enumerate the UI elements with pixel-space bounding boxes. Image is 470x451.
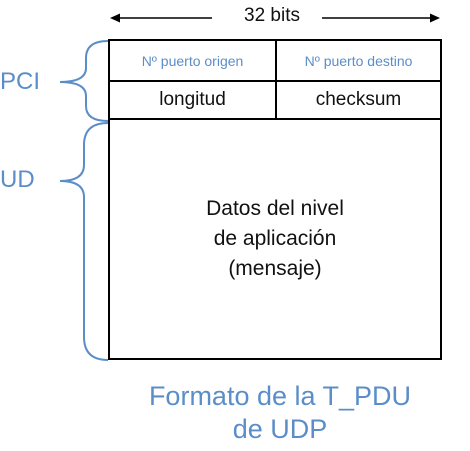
payload-line-2: de aplicación <box>213 227 337 250</box>
pci-brace <box>59 40 109 122</box>
header-row-ports: Nº puerto origen Nº puerto destino <box>110 41 440 82</box>
pci-label: PCI <box>0 68 41 95</box>
caption-line-2: de UDP <box>232 414 328 444</box>
ud-label: UD <box>0 166 35 193</box>
payload-line-3: (mensaje) <box>228 257 322 280</box>
payload-line-1: Datos del nivel <box>206 197 344 220</box>
destination-port-field: Nº puerto destino <box>304 52 413 69</box>
checksum-field: checksum <box>315 89 402 110</box>
width-arrow-left-head <box>110 13 120 23</box>
caption-line-1: Formato de la T_PDU <box>148 381 412 411</box>
width-label: 32 bits <box>244 5 300 26</box>
diagram-caption: Formato de la T_PDU de UDP <box>100 380 460 446</box>
source-port-field: Nº puerto origen <box>110 41 277 80</box>
udp-segment-box: Nº puerto origen Nº puerto destino longi… <box>108 39 442 360</box>
payload-field: Datos del nivel de aplicación (mensaje) <box>110 120 440 358</box>
length-field: longitud <box>110 82 277 118</box>
ud-brace <box>59 122 109 361</box>
header-row-length-checksum: longitud checksum <box>110 82 440 120</box>
width-arrow-right-head <box>430 13 440 23</box>
